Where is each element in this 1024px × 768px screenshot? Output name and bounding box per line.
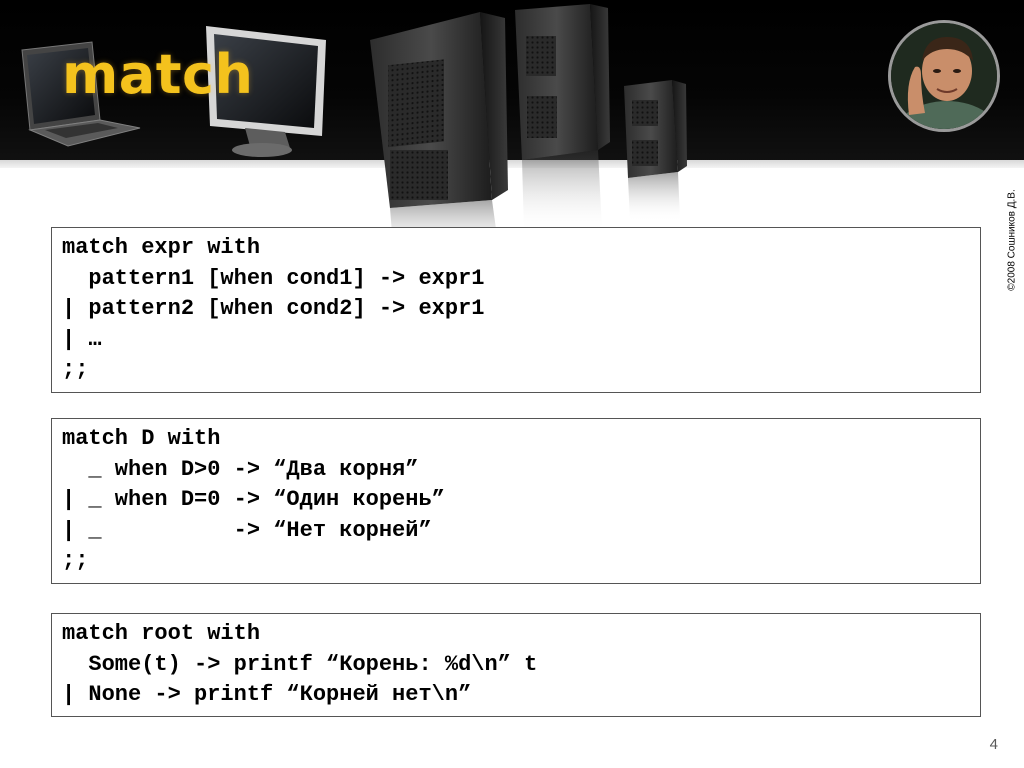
- code-line: match root with: [62, 621, 261, 646]
- slide-header: [0, 0, 1024, 162]
- code-line: Some(t) -> printf “Корень: %d\n” t: [62, 651, 538, 677]
- code-line: | None -> printf “Корней нет\n”: [62, 682, 472, 708]
- code-line: match expr with: [62, 235, 261, 260]
- code-line: ;;: [62, 548, 89, 574]
- page-number: 4: [989, 736, 998, 753]
- author-portrait: [888, 20, 1000, 132]
- code-line: | pattern2 [when cond2] -> expr1: [62, 296, 485, 322]
- copyright-notice: ©2008 Сошников Д.В.: [1006, 189, 1018, 291]
- code-line: | …: [62, 326, 102, 352]
- code-block-syntax: match expr with pattern1 [when cond1] ->…: [51, 227, 981, 393]
- code-block-option-example: match root with Some(t) -> printf “Корен…: [51, 613, 981, 717]
- code-line: match D with: [62, 426, 221, 451]
- slide-title: match: [62, 43, 254, 106]
- header-divider: [0, 160, 1024, 168]
- code-line: pattern1 [when cond1] -> expr1: [62, 265, 485, 291]
- code-line: ;;: [62, 357, 89, 383]
- code-line: _ when D>0 -> “Два корня”: [62, 456, 419, 482]
- code-block-discriminant-example: match D with _ when D>0 -> “Два корня” |…: [51, 418, 981, 584]
- code-line: | _ when D=0 -> “Один корень”: [62, 487, 445, 513]
- code-line: | _ -> “Нет корней”: [62, 517, 432, 543]
